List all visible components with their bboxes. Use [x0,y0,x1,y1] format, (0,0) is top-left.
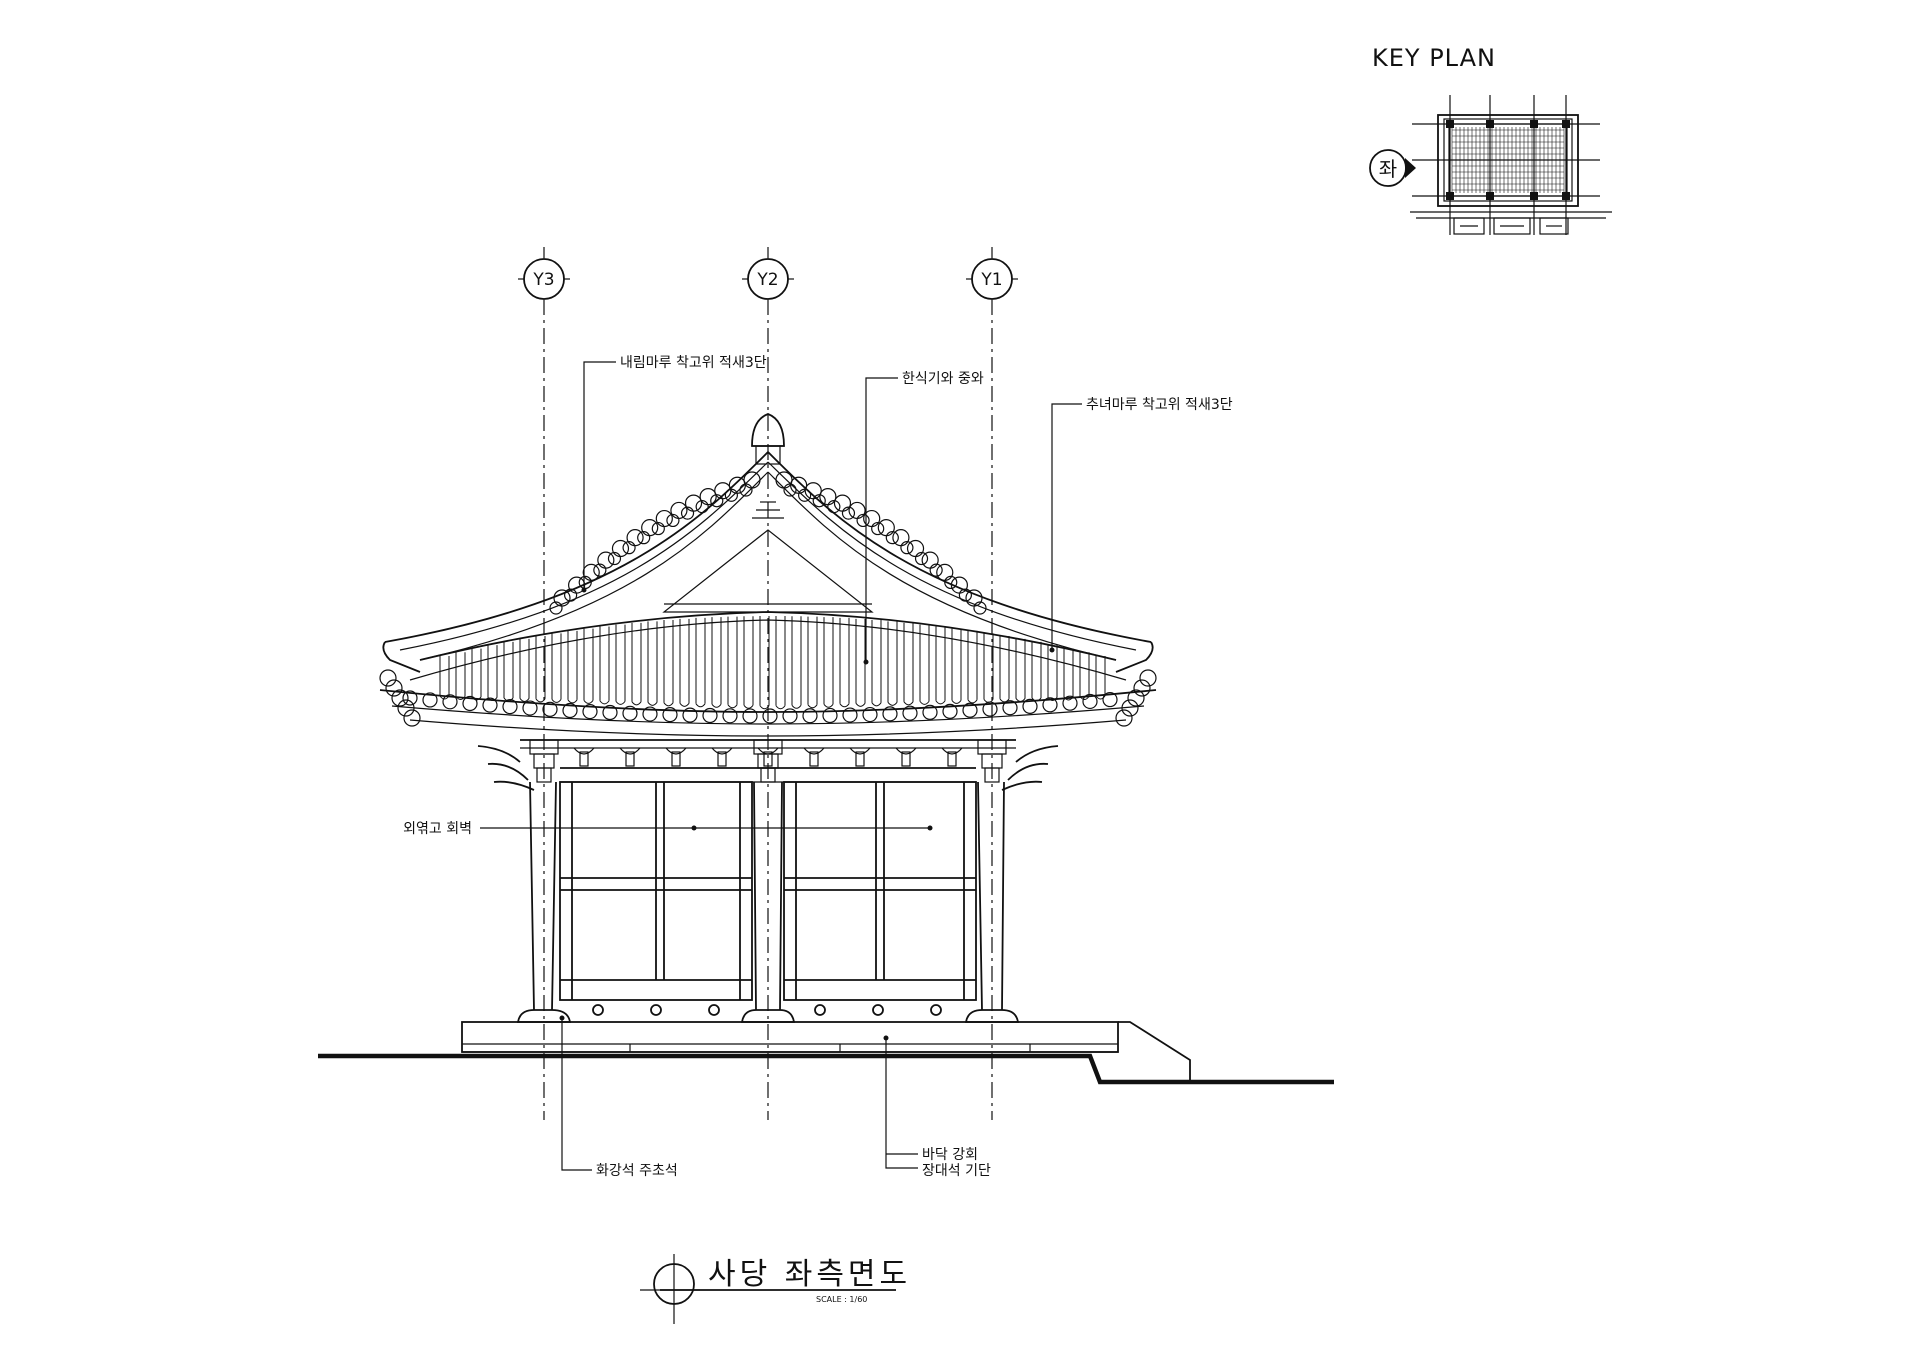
note-wall: 외엮고 회벽 [403,821,472,837]
platform [461,1021,1191,1082]
roof-edge-right [767,451,1152,643]
grid-line-y3: Y3 [518,247,570,1120]
grid-label-y1: Y1 [980,270,1002,290]
title-block: 사당 좌측면도 SCALE : 1/60 [640,1254,911,1324]
grid-label-y3: Y3 [532,270,554,290]
roof-edge-left [384,451,769,643]
grid-line-y2: Y2 [742,247,794,1120]
eave-tile-ends [379,669,1157,727]
roof-finial [751,413,785,447]
note-platform: 장대석 기단 [922,1163,991,1179]
note-floor: 바닥 강회 [922,1147,978,1163]
grid-label-y2: Y2 [756,270,778,290]
drawing-scale: SCALE : 1/60 [816,1295,867,1304]
drawing-title: 사당 좌측면도 [708,1257,911,1292]
columns-and-walls [516,781,1020,1023]
ground-line [318,1053,1334,1085]
column-y3 [529,781,557,1011]
note-hip-ridge: 내림마루 착고위 적새3단 [620,355,767,371]
roof-tile-rows [439,616,1106,710]
grid-line-y1: Y1 [966,247,1018,1120]
direction-marker-label: 좌 [1379,157,1397,181]
column-y2 [753,781,783,1011]
ridge-tiles [549,471,987,615]
note-corner-ridge: 추녀마루 착고위 적새3단 [1086,397,1233,413]
note-plinth: 화강석 주초석 [596,1163,678,1179]
direction-marker: 좌 [1369,149,1416,187]
column-y1 [977,781,1005,1011]
key-plan: KEY PLAN [1369,44,1612,235]
key-plan-title: KEY PLAN [1372,44,1496,72]
annotations: 내림마루 착고위 적새3단 한식기와 중와 추녀마루 착고위 적새3단 외엮고 … [403,355,1233,1179]
note-roof-tile: 한식기와 중와 [902,371,984,387]
key-plan-drawing [1410,95,1612,235]
